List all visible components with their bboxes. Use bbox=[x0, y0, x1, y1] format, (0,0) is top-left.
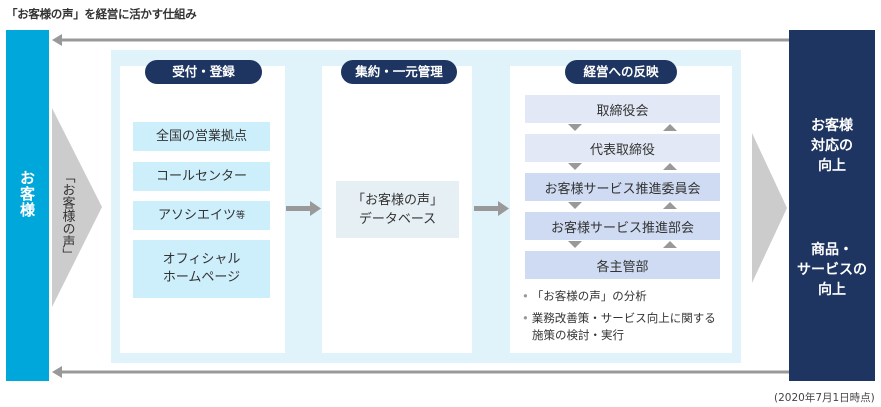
voice-chevron bbox=[52, 108, 102, 307]
bullet-item: •「お客様の声」の分析 bbox=[522, 288, 647, 305]
bullet-text: 業務改善策・サービス向上に関する bbox=[531, 311, 716, 325]
channel-item: オフィシャル ホームページ bbox=[133, 240, 270, 298]
bullet-dot-icon: • bbox=[522, 311, 529, 325]
channel-text: アソシエイツ bbox=[157, 207, 236, 223]
customer-bar bbox=[6, 30, 49, 381]
outcome-chevron bbox=[752, 133, 787, 283]
down-triangle-icon bbox=[568, 241, 582, 248]
down-triangle-icon bbox=[568, 124, 582, 131]
org-flow-triangles bbox=[568, 124, 677, 248]
outcome-customer-service: お客様 対応の 向上 bbox=[811, 118, 853, 174]
org-level: お客様サービス推進部会 bbox=[525, 212, 720, 240]
voice-label: 「お客様の声」 bbox=[59, 170, 75, 261]
arrow-right-icon bbox=[474, 201, 509, 216]
channel-text: 全国の営業拠点 bbox=[155, 128, 247, 144]
channel-text: コールセンター bbox=[155, 168, 247, 184]
bullet-dot-icon: • bbox=[522, 289, 529, 303]
stage-label-aggregation: 集約・一元管理 bbox=[341, 60, 457, 84]
org-level: 代表取締役 bbox=[525, 134, 720, 162]
stage-label-management: 経営への反映 bbox=[565, 60, 677, 84]
up-triangle-icon bbox=[663, 202, 677, 209]
bullet-text: 「お客様の声」の分析 bbox=[531, 289, 647, 303]
bullet-item: •業務改善策・サービス向上に関する bbox=[522, 310, 716, 327]
up-triangle-icon bbox=[663, 241, 677, 248]
as-of-note: (2020年7月1日時点) bbox=[774, 392, 875, 404]
org-level: 取締役会 bbox=[525, 95, 720, 123]
arrow-right-icon bbox=[286, 201, 321, 216]
up-triangle-icon bbox=[663, 124, 677, 131]
down-triangle-icon bbox=[568, 202, 582, 209]
down-triangle-icon bbox=[568, 163, 582, 170]
org-level: お客様サービス推進委員会 bbox=[525, 173, 720, 201]
top-feedback-arrow bbox=[52, 34, 789, 46]
diagram-title: 「お客様の声」を経営に活かす仕組み bbox=[6, 7, 197, 21]
channel-suffix: 等 bbox=[236, 210, 246, 221]
channel-text: オフィシャル ホームページ bbox=[162, 252, 241, 285]
voice-database: 「お客様の声」 データベース bbox=[336, 181, 459, 238]
bottom-feedback-arrow bbox=[52, 366, 789, 378]
customer-label: お客様 bbox=[18, 170, 36, 218]
stage-label-reception: 受付・登録 bbox=[145, 60, 262, 84]
channel-item: コールセンター bbox=[133, 162, 270, 191]
channel-item: 全国の営業拠点 bbox=[133, 122, 270, 151]
org-level: 各主管部 bbox=[525, 251, 720, 279]
up-triangle-icon bbox=[663, 163, 677, 170]
outcome-products-services: 商品・ サービスの 向上 bbox=[797, 242, 867, 298]
bullet-continuation: 施策の検討・実行 bbox=[532, 328, 624, 342]
channel-item: アソシエイツ等 bbox=[133, 201, 270, 230]
outcome-bar bbox=[789, 30, 875, 381]
